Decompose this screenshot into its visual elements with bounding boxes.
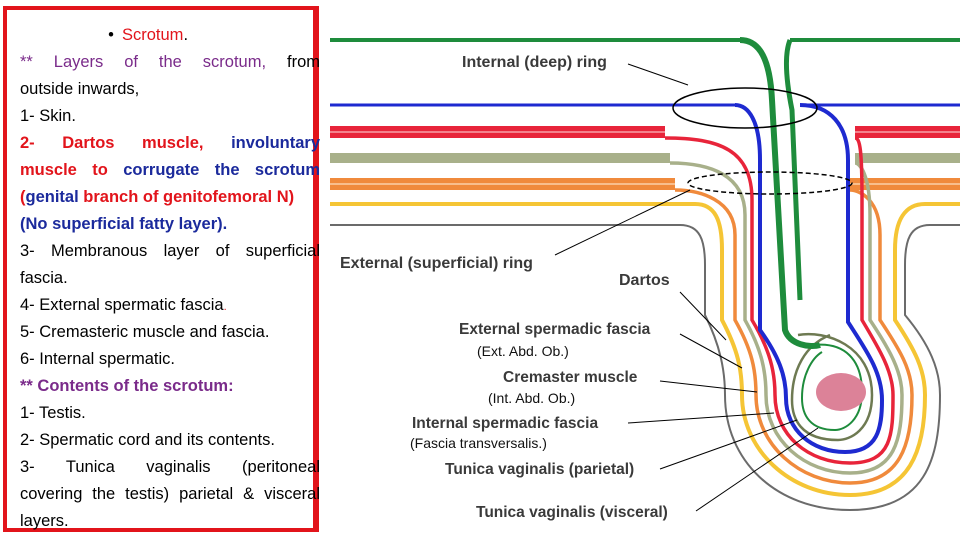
layer-4-period: . [223, 301, 227, 313]
ext-spermatic-fascia-layer [674, 188, 914, 485]
layers-intro-2: from [287, 53, 320, 71]
bullet-icon: • [108, 26, 114, 44]
processus-vaginalis-green-right [784, 39, 803, 301]
label-int-sub: (Int. Abd. Ob.) [488, 390, 575, 406]
scrotal-sac-layers [330, 103, 960, 512]
layer-2a-blue: involuntary [231, 134, 320, 152]
tunica-vaginalis-visceral-layer [800, 343, 864, 432]
label-fascia-sub: (Fascia transversalis.) [410, 435, 547, 451]
leader-tv-visceral [695, 427, 819, 512]
leader-ext-fascia [679, 333, 743, 369]
leader-lines [554, 63, 819, 512]
layer-4: 4- External spermatic fascia [20, 296, 224, 314]
label-int-spermatic-fascia: Internal spermadic fascia [412, 415, 598, 432]
text-body: • Scrotum. ** Layers of the scrotum, from… [20, 22, 320, 535]
label-ext-spermatic-fascia: External spermadic fascia [459, 321, 651, 338]
label-cremaster: Cremaster muscle [503, 369, 638, 386]
leader-int-fascia [627, 412, 775, 424]
leader-external-ring [554, 189, 691, 256]
layer-5: 5- Cremasteric muscle and fascia. [20, 323, 270, 341]
layers-intro-3: outside inwards, [20, 80, 140, 98]
layer-2a-red: 2- Dartos muscle, [20, 134, 204, 152]
layer-3a: 3- Membranous layer of superficial [20, 242, 320, 260]
content-1: 1- Testis. [20, 404, 86, 422]
content-2: 2- Spermatic cord and its contents. [20, 431, 275, 449]
contents-heading: ** Contents of the scrotum: [20, 377, 234, 395]
layer-2c-paren: ( [20, 188, 26, 206]
layer-2b-line: muscle to corrugate the scrotum [20, 157, 320, 184]
text-panel: • Scrotum. ** Layers of the scrotum, from… [3, 6, 320, 535]
layer-2d: (No superficial fatty layer). [20, 215, 228, 233]
abdominal-wall-layers [330, 38, 960, 190]
heading-line: • Scrotum. [20, 22, 320, 49]
internal-ring-ellipse [672, 87, 818, 129]
layer-3b: fascia. [20, 269, 68, 287]
content-3b: covering the testis) parietal & visceral [20, 485, 320, 503]
dartos-layer [669, 161, 904, 475]
heading-period: . [183, 26, 189, 44]
layer-1: 1- Skin. [20, 107, 76, 125]
label-external-ring: External (superficial) ring [340, 255, 533, 272]
yellow-layer [330, 202, 960, 498]
leader-dartos [679, 291, 727, 341]
layers-intro-line: ** Layers of the scrotum, from [20, 49, 320, 76]
label-tv-visceral: Tunica vaginalis (visceral) [476, 504, 668, 521]
testis [816, 373, 866, 411]
internal-spermatic-fascia-layer [734, 103, 885, 455]
layer-2b-blue: corrugate the scrotum [123, 161, 320, 179]
label-dartos: Dartos [619, 272, 670, 289]
layer-2c-blue: genital [25, 188, 79, 206]
label-internal-ring: Internal (deep) ring [462, 54, 607, 71]
processus-vaginalis-green [739, 37, 821, 350]
heading-scrotum: Scrotum [122, 26, 184, 44]
layer-2c-line: (genital branch of genitofemoral N) [20, 184, 320, 211]
layer-4-line: 4- External spermatic fascia. [20, 292, 320, 319]
olive-layer-left [330, 153, 670, 163]
content-3c: layers. [20, 512, 69, 530]
label-ext-sub: (Ext. Abd. Ob.) [477, 343, 569, 359]
external-ring-ellipse [687, 171, 853, 195]
olive-layer-right [855, 153, 960, 163]
leader-internal-ring [627, 63, 689, 86]
layer-6: 6- Internal spermatic. [20, 350, 175, 368]
label-tv-parietal: Tunica vaginalis (parietal) [445, 461, 634, 478]
layer-2a-line: 2- Dartos muscle, involuntary [20, 130, 320, 157]
skin-outline [330, 224, 960, 512]
layer-2b-red: muscle to [20, 161, 108, 179]
content-3a: 3- Tunica vaginalis (peritoneal [20, 458, 320, 476]
leader-tv-parietal [659, 419, 798, 470]
cremaster-layer [664, 136, 895, 465]
scrotum-layers-diagram: Internal (deep) ring External (superfici… [330, 37, 960, 521]
layers-intro-1: ** Layers of the scrotum, [20, 53, 267, 71]
layer-2c-red: branch of genitofemoral N) [83, 188, 295, 206]
tunica-vaginalis-parietal-layer [790, 332, 874, 442]
leader-cremaster [659, 380, 758, 393]
